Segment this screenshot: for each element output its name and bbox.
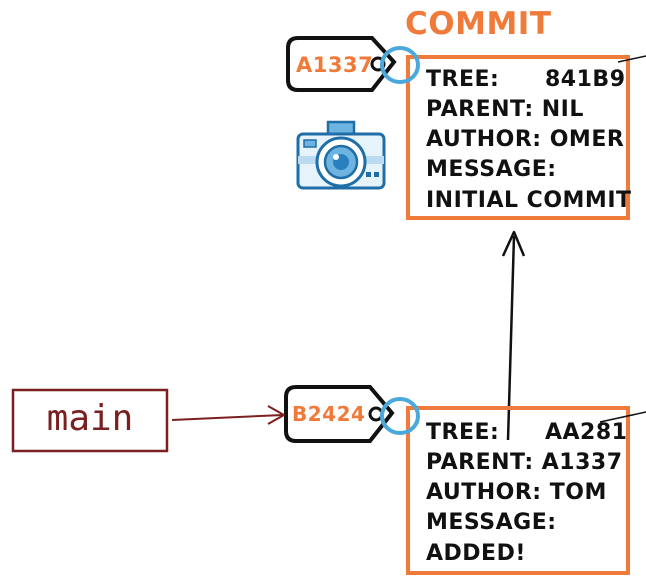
message-value: ADDED!: [426, 541, 526, 566]
tag-ring-icon: [380, 46, 420, 84]
commit-b2424: TREE: AA281 PARENT: A1337 AUTHOR: TOM ME…: [406, 406, 646, 575]
tree-hash: 841B9: [545, 67, 626, 92]
parent-field: PARENT: A1337: [426, 450, 623, 475]
message-label: MESSAGE:: [426, 157, 557, 182]
tree-hash: AA281: [545, 420, 627, 445]
author-field: AUTHOR: OMER: [426, 127, 624, 152]
branch-name: main: [47, 398, 134, 439]
camera-icon: [296, 120, 386, 190]
commit-a1337: TREE: 841B9 PARENT: NIL AUTHOR: OMER MES…: [406, 55, 646, 220]
commit-box-b2424: [406, 406, 630, 575]
tree-label: TREE:: [426, 420, 499, 445]
tag-hash-label: A1337: [296, 53, 373, 77]
tree-pointer-line: [617, 55, 646, 63]
branch-arrow: [171, 405, 285, 425]
tree-label: TREE:: [426, 67, 499, 92]
message-value: INITIAL COMMIT: [426, 188, 632, 213]
author-field: AUTHOR: TOM: [426, 480, 607, 505]
branch-main: main: [11, 388, 169, 453]
tag-hash-label: B2424: [292, 402, 365, 426]
parent-field: PARENT: NIL: [426, 97, 584, 122]
commit-box-a1337: [406, 55, 630, 220]
tag-shape: [286, 36, 397, 92]
diagram-title: COMMIT: [405, 6, 551, 42]
hash-tag-b2424: B2424: [284, 385, 420, 443]
tag-shape: [284, 385, 395, 443]
tag-ring-icon: [380, 397, 420, 435]
branch-box: [11, 388, 169, 453]
message-label: MESSAGE:: [426, 510, 557, 535]
tree-pointer-line: [599, 411, 646, 423]
hash-tag-a1337: A1337: [286, 36, 420, 92]
